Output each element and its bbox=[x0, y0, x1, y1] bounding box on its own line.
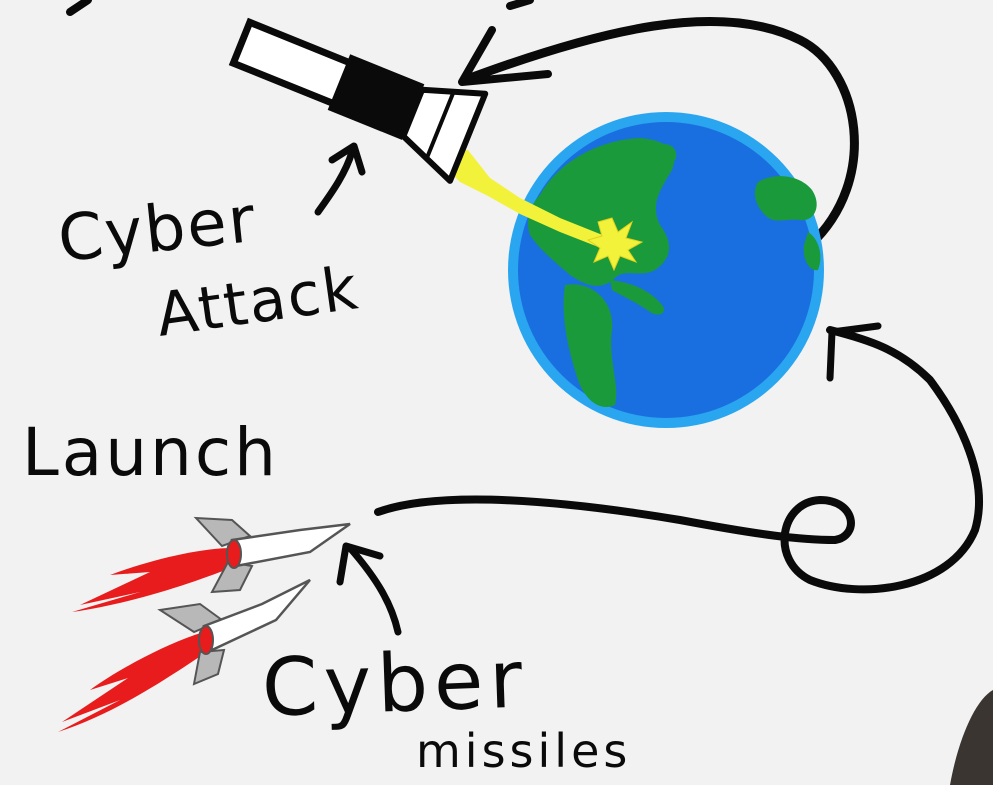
cyber-missiles-arrow bbox=[350, 548, 398, 632]
launch-label: Launch bbox=[22, 420, 279, 486]
earth-icon bbox=[508, 112, 824, 428]
earth-landmass-europe bbox=[755, 176, 817, 220]
top-partial-stroke-right bbox=[510, 0, 530, 6]
earth-landmass-greenland bbox=[652, 144, 676, 166]
cyber-missiles-label-line2: missiles bbox=[416, 728, 631, 774]
cyber-missiles-label-line1: Cyber bbox=[261, 639, 530, 728]
missile-lower-fin-bottom bbox=[194, 650, 224, 684]
missile-lower-flame bbox=[58, 632, 210, 732]
cyber-attack-label-line1: Cyber bbox=[55, 188, 259, 272]
top-partial-stroke-left bbox=[70, 0, 88, 12]
satellite-body-white bbox=[233, 22, 351, 104]
missile-upper bbox=[72, 518, 350, 612]
missile-upper-body bbox=[232, 524, 350, 566]
missile-upper-flame bbox=[72, 548, 236, 612]
corner-dark-shape bbox=[950, 690, 993, 785]
